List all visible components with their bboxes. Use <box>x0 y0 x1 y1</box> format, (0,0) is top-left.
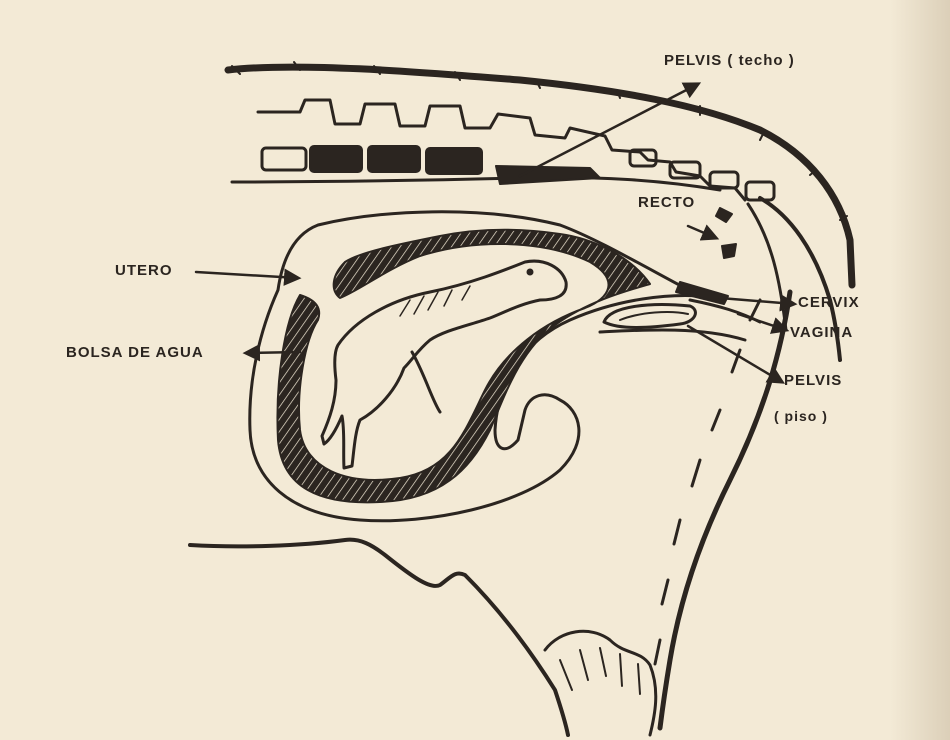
label-bolsa-de-agua: BOLSA DE AGUA <box>66 344 204 361</box>
vertebra-body-1 <box>262 148 306 170</box>
hind-quarter-texture <box>655 300 760 664</box>
arrow-vagina <box>738 314 786 330</box>
rectum-mark-2 <box>722 244 736 258</box>
calf-fetus <box>322 261 566 468</box>
label-pelvis-techo: PELVIS ( techo ) <box>664 52 795 69</box>
rectum-mark-1 <box>716 208 732 222</box>
vertebrae-lower <box>232 178 720 191</box>
pelvis-floor-bone <box>600 330 745 340</box>
label-recto: RECTO <box>638 194 695 211</box>
label-cervix: CERVIX <box>798 294 860 311</box>
cervix <box>676 282 728 304</box>
label-piso: ( piso ) <box>774 408 828 424</box>
back-hair-texture <box>232 62 847 220</box>
pelvis-roof-bone <box>496 166 600 184</box>
arrow-pelvis-piso <box>688 326 782 382</box>
vertebra-body-4 <box>426 148 482 174</box>
label-utero: UTERO <box>115 262 173 279</box>
bladder-inner <box>620 312 688 320</box>
hind-quarter-contour <box>660 292 790 728</box>
calf-eye <box>527 269 533 275</box>
label-pelvis-piso: PELVIS <box>784 372 842 389</box>
calf-hind-leg <box>412 352 440 412</box>
label-vagina: VAGINA <box>790 324 853 341</box>
udder-texture <box>560 648 640 694</box>
abdominal-wall <box>190 540 568 735</box>
vertebra-body-3 <box>368 146 420 172</box>
arrow-bolsa-de-agua <box>246 352 300 353</box>
vertebra-body-2 <box>310 146 362 172</box>
arrow-recto <box>688 226 716 238</box>
bladder <box>604 305 695 328</box>
